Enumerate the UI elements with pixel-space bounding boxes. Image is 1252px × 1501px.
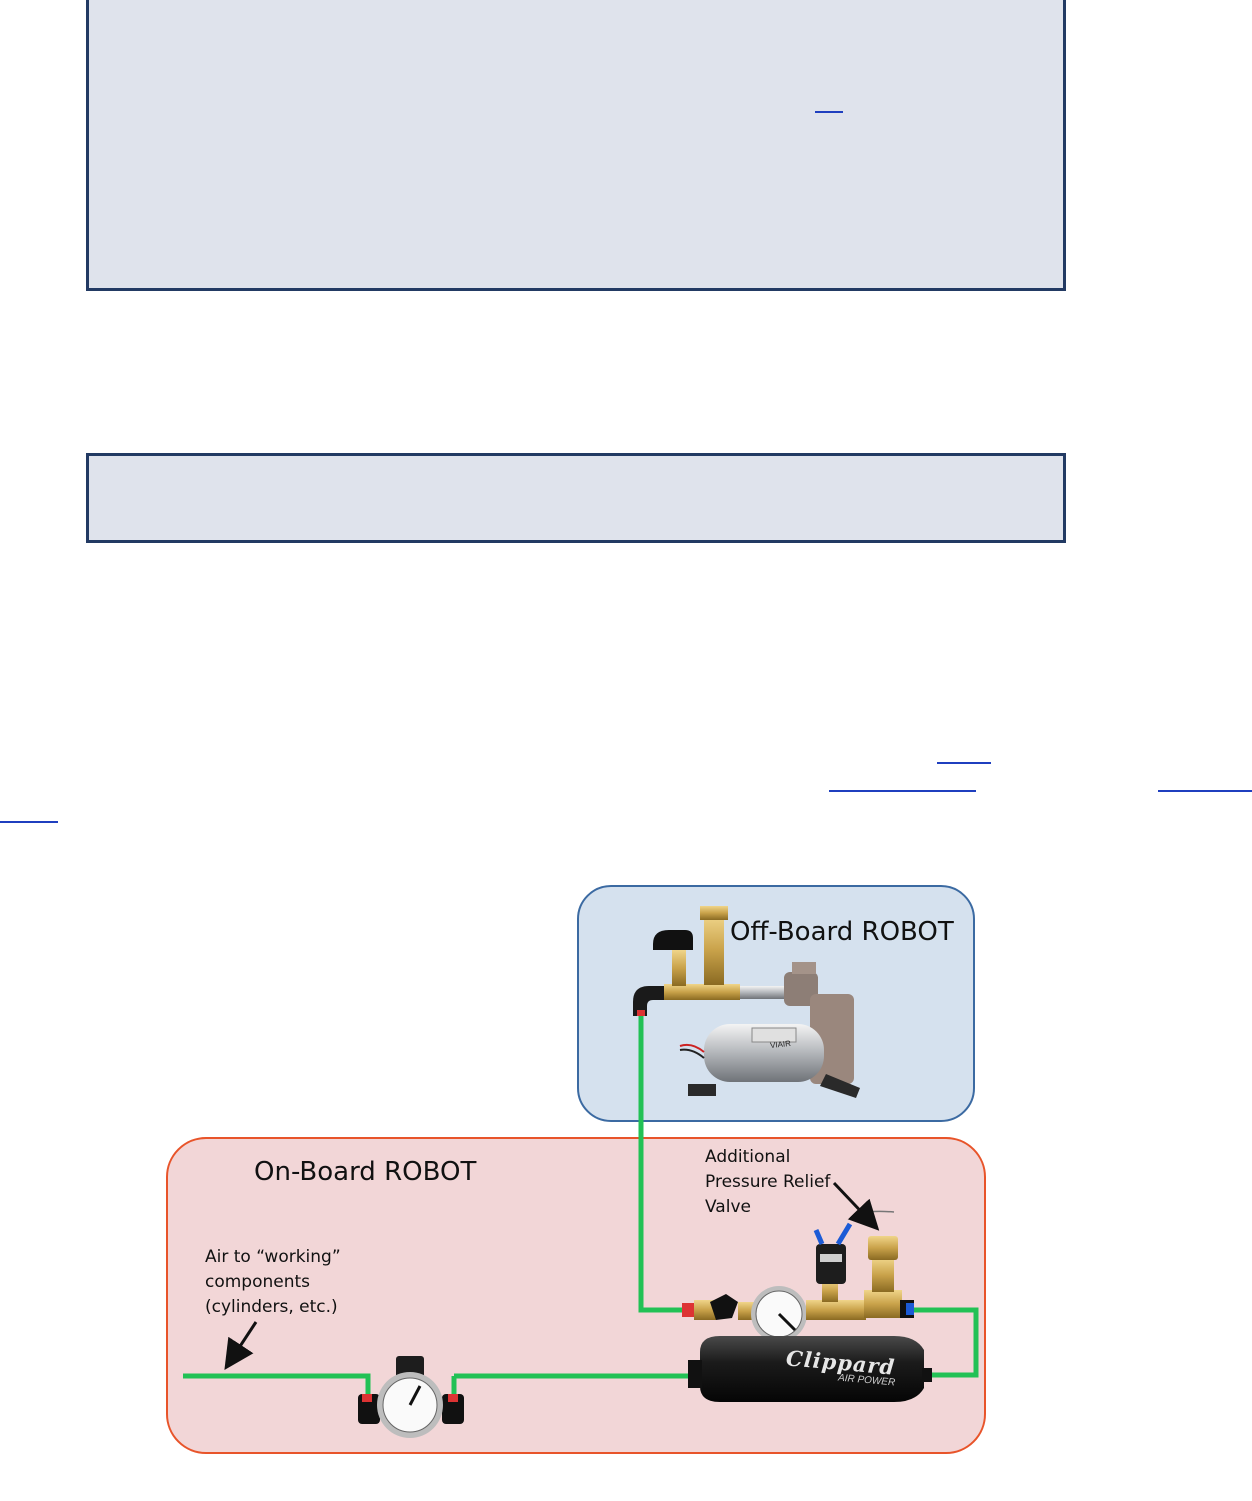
- onboard-robot-label: On-Board ROBOT: [254, 1157, 477, 1187]
- hyperlink-underline[interactable]: [829, 790, 976, 792]
- hyperlink-underline[interactable]: [1158, 790, 1252, 792]
- relief-note-line: Valve: [705, 1197, 751, 1217]
- air-note-line: (cylinders, etc.): [205, 1297, 338, 1317]
- hyperlink-underline[interactable]: [0, 821, 58, 823]
- callout-box-top: [86, 0, 1066, 291]
- working-air-note: Air to “working” components (cylinders, …: [205, 1245, 341, 1320]
- air-note-line: Air to “working”: [205, 1247, 341, 1267]
- relief-valve-note: Additional Pressure Relief Valve: [705, 1145, 830, 1220]
- hyperlink-underline[interactable]: [937, 762, 991, 764]
- callout-box-middle: [86, 453, 1066, 543]
- hyperlink-underline[interactable]: [815, 111, 843, 113]
- relief-note-line: Additional: [705, 1147, 791, 1167]
- relief-note-line: Pressure Relief: [705, 1172, 831, 1192]
- air-note-line: components: [205, 1272, 311, 1292]
- offboard-robot-label: Off-Board ROBOT: [730, 917, 954, 947]
